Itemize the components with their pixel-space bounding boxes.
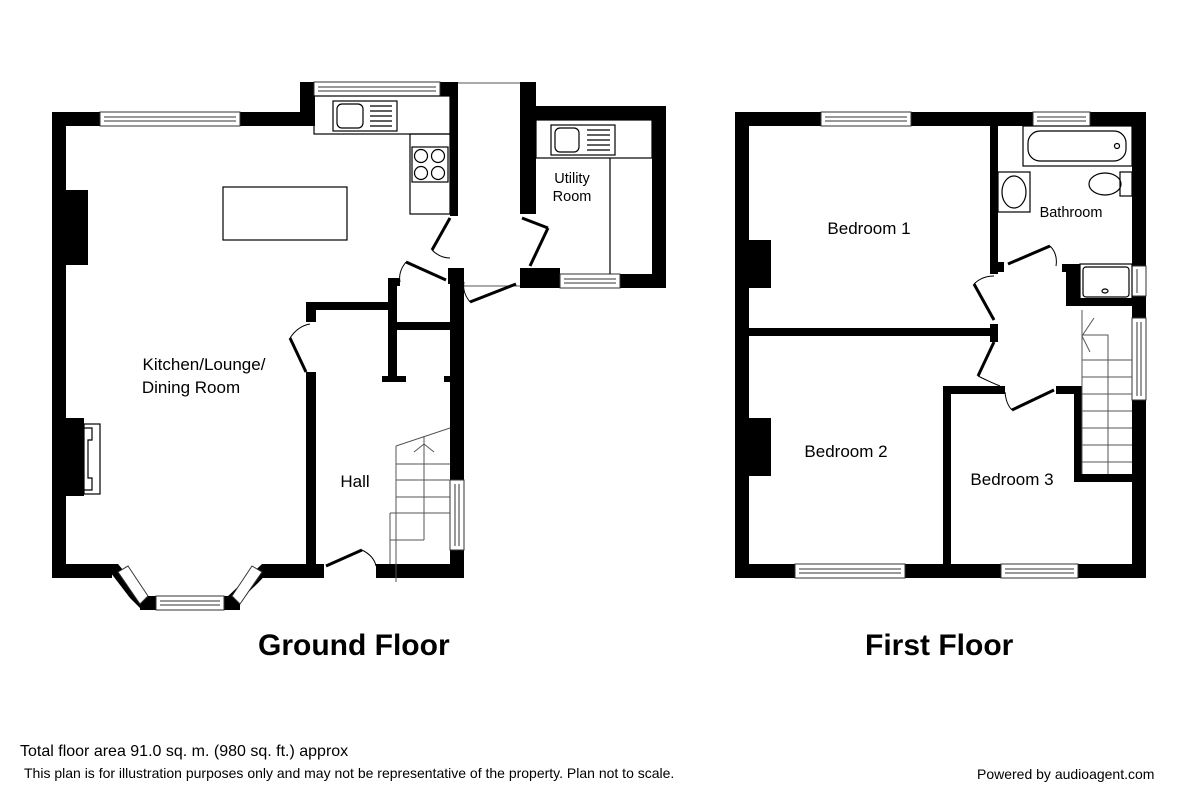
- ground-floor-stairs: [389, 427, 451, 582]
- window-landing: [1131, 317, 1147, 401]
- room-label-bedroom3: Bedroom 3: [970, 470, 1053, 489]
- utility-sink: [550, 124, 616, 156]
- first-floor-walls: [735, 112, 1146, 578]
- ground-floor-doors: [288, 216, 550, 568]
- ground-floor-windows: [99, 81, 621, 611]
- basin: [997, 171, 1031, 213]
- window-bathroom: [1032, 111, 1091, 127]
- window-hall-side: [449, 479, 465, 551]
- room-label-kitchen-lounge-2: Dining Room: [142, 378, 240, 397]
- window-bedroom3: [1000, 563, 1079, 579]
- window-bay-left: [117, 565, 149, 605]
- door-cupboard: [405, 260, 447, 282]
- window-bay-front: [155, 595, 225, 611]
- room-label-bedroom1: Bedroom 1: [827, 219, 910, 238]
- door-bedroom1: [972, 283, 996, 321]
- window-shower: [1131, 265, 1147, 297]
- shower-tray: [1079, 263, 1133, 301]
- window-bay-right: [231, 565, 263, 605]
- room-label-bedroom2: Bedroom 2: [804, 442, 887, 461]
- kitchen-worktop-side: [409, 133, 451, 215]
- fireplace: [83, 423, 101, 495]
- utility-fittings: [535, 119, 653, 274]
- room-label-bathroom: Bathroom: [1040, 205, 1103, 221]
- door-front: [325, 548, 363, 568]
- kitchen-island: [222, 186, 348, 241]
- ground-floor-plan: Kitchen/Lounge/ Dining Room Utility Room…: [52, 81, 666, 611]
- window-lounge-top: [99, 111, 241, 127]
- first-floor-stairs: [1081, 310, 1132, 474]
- ground-floor-title: Ground Floor: [258, 629, 450, 662]
- door-utility: [521, 216, 549, 230]
- room-label-utility-1: Utility: [554, 171, 590, 187]
- toilet: [1088, 172, 1122, 196]
- powered-by: Powered by audioagent.com: [977, 766, 1155, 782]
- bathroom-fittings: [997, 125, 1133, 301]
- kitchen-worktop-top: [313, 95, 451, 135]
- door-back: [469, 282, 517, 304]
- window-bedroom1: [820, 111, 912, 127]
- total-floor-area: Total floor area 91.0 sq. m. (980 sq. ft…: [20, 743, 349, 760]
- door-bedroom3: [1011, 388, 1055, 412]
- door-kitchen-porch: [430, 217, 452, 251]
- first-floor-plan: Bedroom 1 Bathroom Bedroom 2 Bedroom 3: [735, 111, 1147, 579]
- disclaimer: This plan is for illustration purposes o…: [24, 765, 675, 781]
- ground-floor-walls: [52, 82, 666, 610]
- room-label-hall: Hall: [340, 472, 369, 491]
- hob: [411, 146, 449, 183]
- window-bedroom2: [794, 563, 906, 579]
- first-floor-windows: [794, 111, 1147, 579]
- kitchen-fittings: [83, 95, 451, 495]
- room-label-utility-2: Room: [553, 189, 592, 205]
- door-bathroom: [1007, 244, 1051, 266]
- window-utility-bottom: [559, 273, 621, 289]
- door-hall-lounge: [288, 337, 308, 373]
- window-kitchen-top: [313, 81, 441, 97]
- kitchen-sink: [332, 100, 398, 132]
- first-floor-title: First Floor: [865, 629, 1014, 662]
- door-bedroom2: [976, 341, 996, 377]
- first-floor-doors: [972, 244, 1057, 412]
- toilet-cistern: [1119, 171, 1133, 197]
- room-label-kitchen-lounge-1: Kitchen/Lounge/: [143, 355, 266, 374]
- bath: [1022, 125, 1133, 167]
